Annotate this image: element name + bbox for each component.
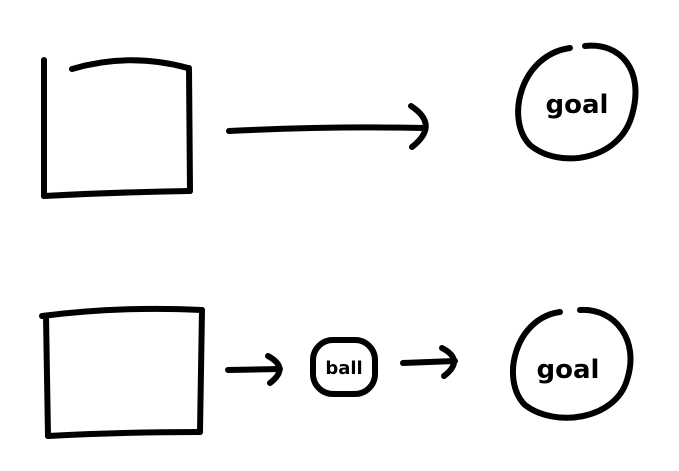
goal-label-bottom: goal [537, 355, 600, 385]
goal-label-top: goal [546, 90, 609, 120]
arrow-bottom-1 [225, 353, 283, 386]
goal-circle-bottom: goal [509, 306, 634, 421]
arrow-top [226, 103, 429, 150]
start-box-top [41, 57, 193, 199]
arrow-bottom-2 [400, 345, 458, 379]
ball-label: ball [325, 358, 362, 379]
ball-node: ball [310, 337, 378, 397]
goal-circle-top: goal [515, 42, 639, 162]
start-box-bottom [39, 305, 205, 439]
